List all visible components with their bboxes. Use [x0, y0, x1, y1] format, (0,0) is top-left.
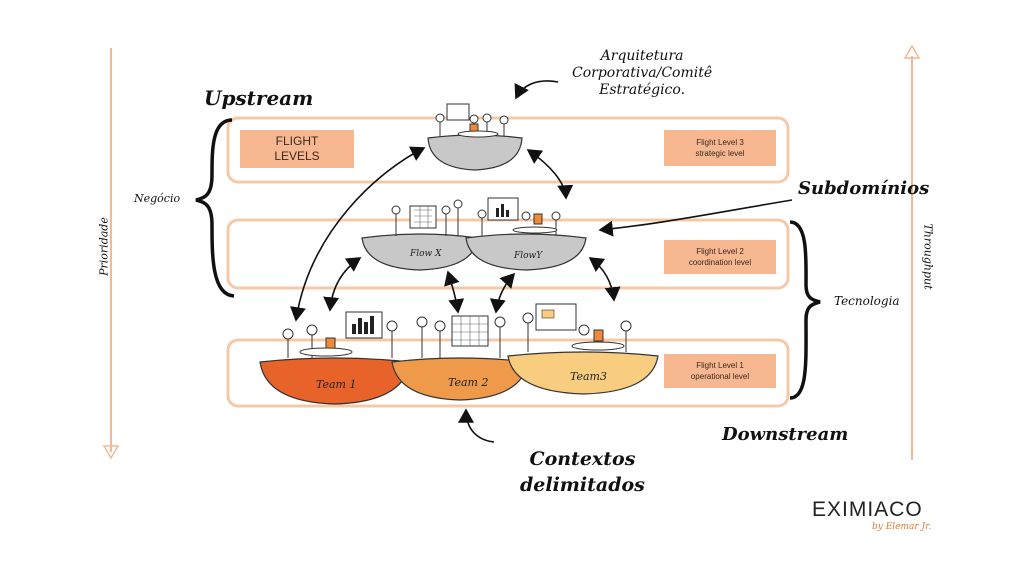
- logo-subtitle: by Elemar Jr.: [872, 522, 932, 532]
- tecnologia-brace: [789, 220, 821, 400]
- throughput-arrow: [903, 44, 921, 460]
- flow-x-bowl: [361, 199, 479, 271]
- flow-y-bowl: [465, 197, 587, 271]
- arquitetura-label: Arquitetura Corporativa/Comitê Estratégi…: [572, 48, 713, 98]
- tecnologia-label: Tecnologia: [834, 294, 900, 308]
- subdominios-label: Subdomínios: [798, 178, 930, 199]
- prioridade-label: Prioridade: [97, 217, 111, 276]
- contextos-label: Contextos delimitados: [520, 448, 645, 496]
- negocio-brace: [195, 118, 235, 298]
- band-level-1: [226, 338, 790, 408]
- team-3-bowl: [507, 303, 659, 395]
- downstream-label: Downstream: [722, 424, 849, 445]
- strategic-bowl: [427, 103, 523, 171]
- flow-y-label: FlowY: [514, 251, 543, 261]
- connection-arrows: [290, 80, 793, 443]
- team-2-label: Team 2: [448, 376, 489, 389]
- team-1-label: Team 1: [316, 378, 357, 391]
- team-3-label: Team3: [570, 370, 607, 383]
- eximiaco-logo: EXIMIACO: [812, 498, 923, 521]
- flow-x-label: Flow X: [410, 249, 442, 259]
- throughput-label: Throughput: [921, 223, 935, 290]
- flight-levels-box: FLIGHT LEVELS: [240, 130, 354, 168]
- negocio-label: Negócio: [134, 192, 181, 205]
- prioridade-arrow: [102, 48, 120, 460]
- upstream-label: Upstream: [204, 86, 314, 110]
